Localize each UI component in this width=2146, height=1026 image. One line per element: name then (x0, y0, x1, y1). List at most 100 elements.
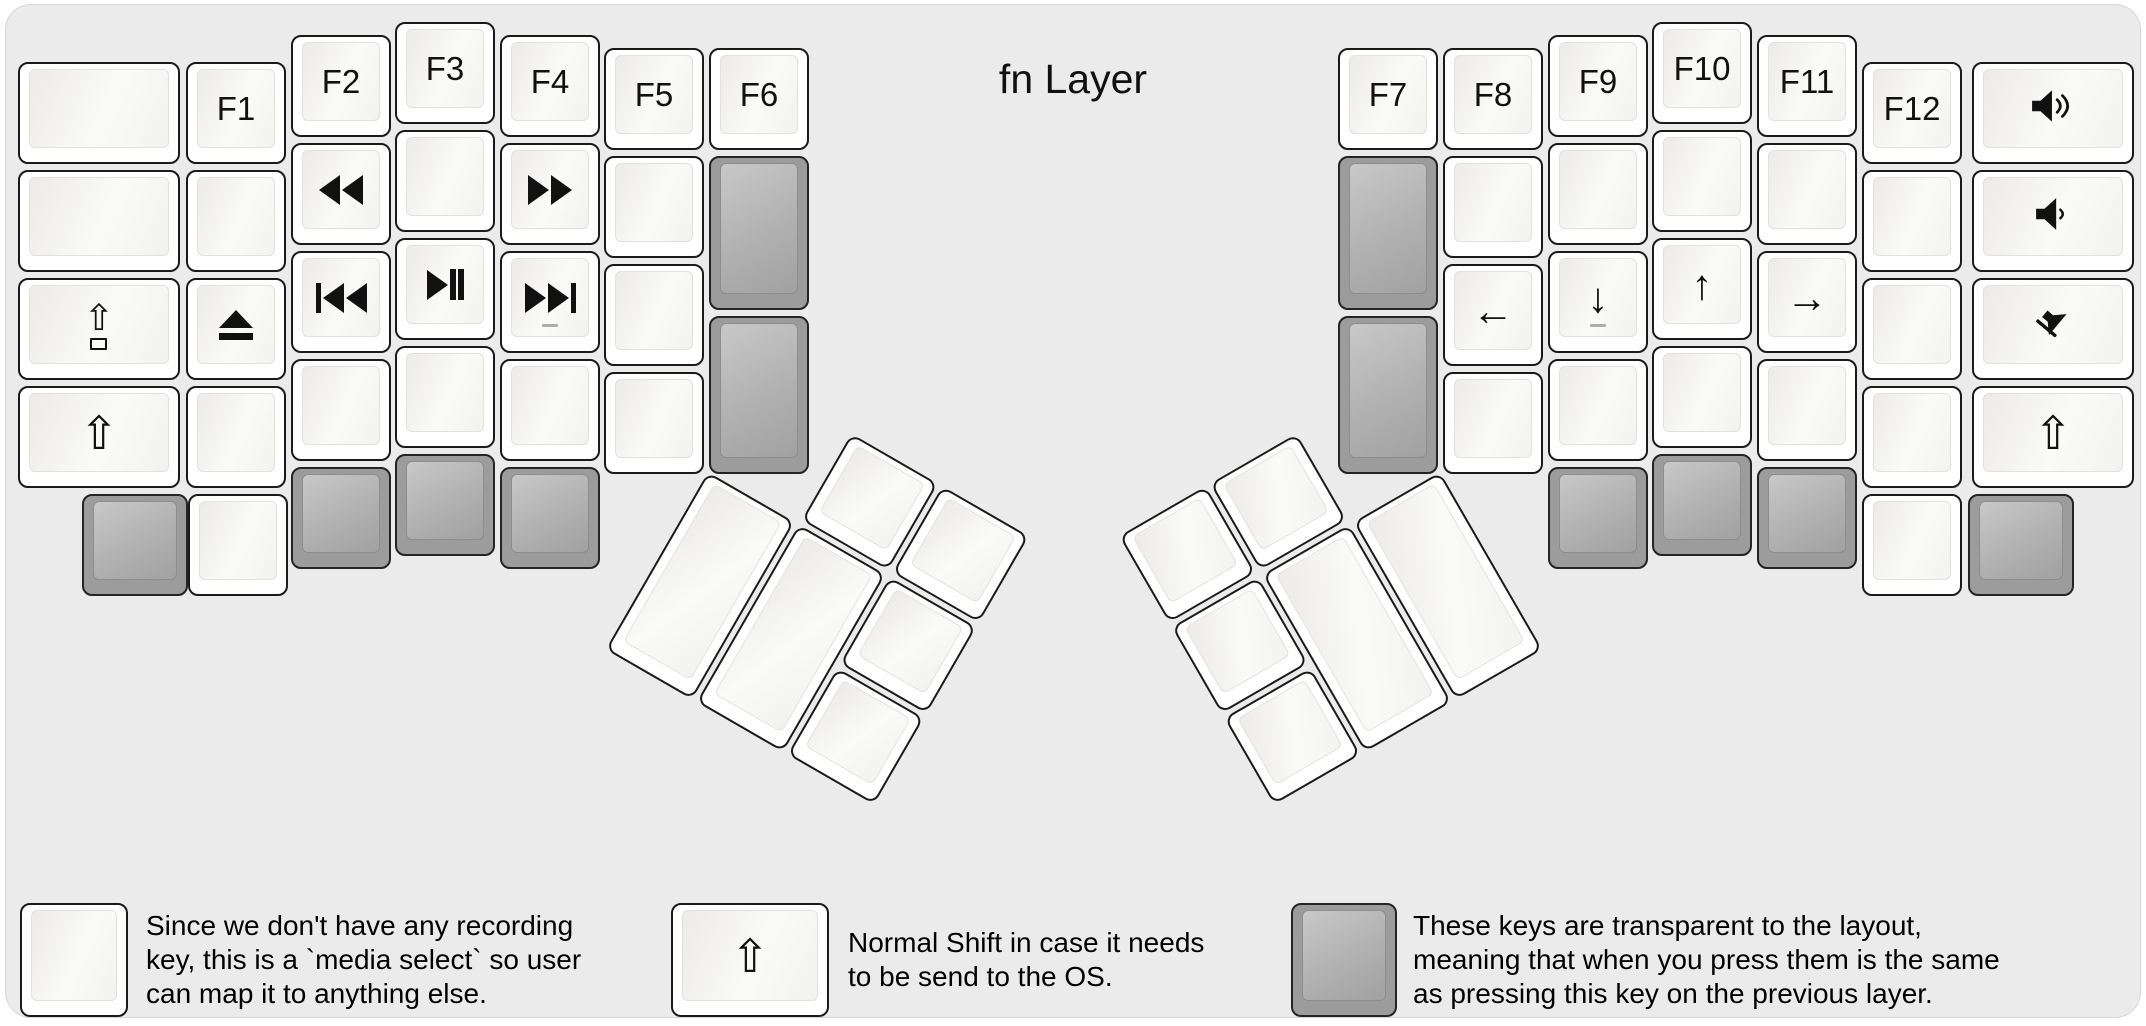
mute-icon (2034, 303, 2072, 346)
key-label: F5 (634, 75, 674, 113)
key-transparent (500, 467, 600, 569)
legend-sample-key-transparent (1291, 903, 1397, 1017)
legend-sample-key-shift: ⇧ (671, 903, 829, 1017)
key-next-track-top (511, 258, 589, 337)
key-next-track (500, 251, 600, 353)
homing-dash (542, 324, 558, 327)
key-stop (186, 170, 286, 272)
key-blank (188, 494, 288, 596)
key-blank (1652, 130, 1752, 232)
previous-track-icon (315, 282, 368, 313)
key-transparent (709, 316, 809, 474)
key-transparent (395, 454, 495, 556)
key-eject (186, 278, 286, 380)
key-blank (1757, 143, 1857, 245)
key-blank-top (615, 379, 693, 458)
key-mute (1972, 278, 2134, 380)
key-blank (1443, 372, 1543, 474)
key-shift-top: ⇧ (1983, 393, 2123, 472)
key-blank-top (1768, 150, 1846, 229)
key-transparent-top (1663, 461, 1741, 540)
key-blank-top (615, 163, 693, 242)
key-caps-lock: ⇧ (18, 278, 180, 380)
homing-dash (1590, 324, 1606, 327)
key-arrow-up-top: ↑ (1663, 245, 1741, 324)
key-shift: ⇧ (671, 903, 829, 1017)
key-blank-top (406, 353, 484, 432)
key-blank-top (29, 177, 169, 256)
key-label: F9 (1578, 62, 1618, 100)
key-blank-top (302, 366, 380, 445)
key-fast-forward-top (511, 150, 589, 229)
key-transparent-top (1349, 323, 1427, 458)
volume-down-icon (2034, 197, 2072, 236)
rewind-icon (318, 174, 364, 205)
key-blank (1548, 143, 1648, 245)
key-previous-track-top (302, 258, 380, 337)
key-blank (1443, 156, 1543, 258)
key-blank-top (1873, 393, 1951, 472)
key-blank-top (1663, 137, 1741, 216)
key-blank (395, 346, 495, 448)
key-transparent-top (1302, 910, 1386, 1001)
key-f10: F10 (1652, 22, 1752, 124)
key-f3: F3 (395, 22, 495, 124)
key-f7: F7 (1338, 48, 1438, 150)
key-blank-top (1132, 497, 1239, 604)
caps-lock-icon: ⇧ (84, 299, 114, 350)
key-transparent (1338, 156, 1438, 310)
legend-item-normal-shift: ⇧ Normal Shift in case it needs to be se… (671, 903, 1204, 1017)
key-transparent (291, 467, 391, 569)
key-blank-top (1559, 366, 1637, 445)
key-rewind (291, 143, 391, 245)
key-blank (604, 264, 704, 366)
play-pause-icon (426, 269, 465, 300)
key-volume-up-top (1983, 69, 2123, 148)
key-arrow-left-top: ← (1454, 271, 1532, 350)
key-f11-top: F11 (1768, 42, 1846, 121)
key-f4: F4 (500, 35, 600, 137)
key-f8-top: F8 (1454, 55, 1532, 134)
key-label: F6 (739, 75, 779, 113)
key-transparent-top (1349, 163, 1427, 294)
key-blank-top (199, 501, 277, 580)
key-blank-top (818, 445, 926, 551)
arrow-left-icon: ← (1472, 286, 1514, 334)
key-label: F8 (1473, 75, 1513, 113)
key-blank (18, 170, 180, 272)
key-label: F12 (1883, 89, 1941, 127)
key-record (20, 903, 128, 1017)
key-blank-top (1222, 445, 1330, 551)
key-label: F3 (425, 49, 465, 87)
fast-forward-icon (527, 174, 573, 205)
key-blank (1862, 170, 1962, 272)
key-blank (500, 359, 600, 461)
key-blank (1548, 359, 1648, 461)
legend-sample-key-record (20, 903, 128, 1017)
key-transparent (1548, 467, 1648, 569)
key-f12-top: F12 (1873, 69, 1951, 148)
key-record-top (31, 910, 117, 1001)
key-blank-top (1559, 150, 1637, 229)
key-f8: F8 (1443, 48, 1543, 150)
key-blank-top (1454, 163, 1532, 242)
key-blank-top (1663, 353, 1741, 432)
key-arrow-down: ↓ (1548, 251, 1648, 353)
key-blank (291, 359, 391, 461)
key-f7-top: F7 (1349, 55, 1427, 134)
key-blank (1862, 278, 1962, 380)
key-label: F1 (216, 89, 256, 127)
key-arrow-up: ↑ (1652, 238, 1752, 340)
key-transparent (1338, 316, 1438, 474)
key-blank-top (1873, 501, 1951, 580)
arrow-down-icon: ↓ (1587, 273, 1609, 321)
key-f5-top: F5 (615, 55, 693, 134)
key-transparent (82, 494, 188, 596)
key-transparent-top (720, 323, 798, 458)
volume-up-icon (2030, 89, 2076, 128)
key-transparent (1968, 494, 2074, 596)
key-blank (1652, 346, 1752, 448)
key-record-top (406, 137, 484, 216)
key-arrow-down-top: ↓ (1559, 258, 1637, 337)
